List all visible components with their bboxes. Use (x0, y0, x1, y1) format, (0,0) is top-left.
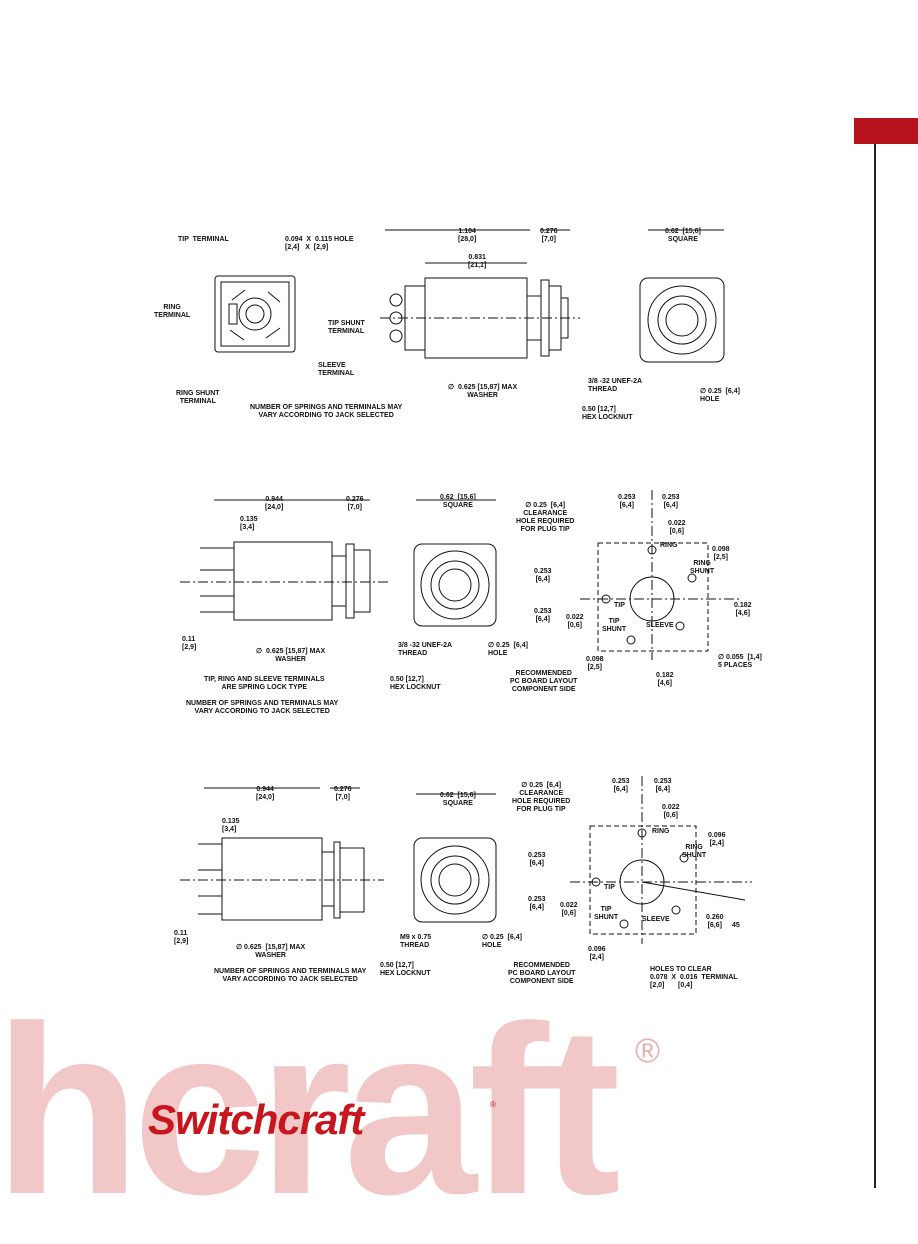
jack-end-view-1 (639, 229, 725, 363)
thread-label-1: 3/8 -32 UNEF-2A THREAD (588, 378, 643, 393)
hole-dia-label-1: ∅ 0.25 [6,4] HOLE (700, 388, 740, 403)
sleeve-label-3: SLEEVE (642, 916, 670, 923)
dim-135-3: 0.135 [3,4] (222, 818, 240, 833)
washer-label-1: ∅ 0.625 [15,87] MAX WASHER (448, 384, 518, 399)
thread-label-3: M9 x 0.75 THREAD (400, 934, 432, 949)
hole-label: 0.094 X 0.115 HOLE [2,4] X [2,9] (285, 236, 354, 251)
tip-shunt-label-3: TIP SHUNT (594, 906, 619, 921)
dim-276-3: 0.276 [7,0] (334, 786, 352, 801)
ring-label-2: RING (660, 542, 678, 549)
dim-098b-2: 0.098 [2,5] (586, 656, 604, 671)
jack-side-view-2 (180, 499, 390, 621)
pcb-label-3: RECOMMENDED PC BOARD LAYOUT COMPONENT SI… (508, 962, 576, 985)
tip-label-3: TIP (604, 884, 615, 891)
hole-dia-label-3: ∅ 0.25 [6,4] HOLE (482, 934, 522, 949)
pcb-layout-2 (580, 490, 740, 660)
thread-label-2: 3/8 -32 UNEF-2A THREAD (398, 642, 453, 657)
dim-055-2: ∅ 0.055 [1,4] 5 PLACES (718, 654, 762, 669)
dim-length-1: 1.104 [28,0] (458, 228, 477, 243)
pcb-layout-3 (570, 776, 752, 944)
dim-944-2: 0.944 [24,0] (265, 496, 284, 511)
springs-note-2: NUMBER OF SPRINGS AND TERMINALS MAY VARY… (186, 700, 339, 715)
dim-182b-2: 0.182 [4,6] (656, 672, 674, 687)
dim-253a-3: 0.253 [6,4] (612, 778, 630, 793)
ring-label-3: RING (652, 828, 670, 835)
dim-11-2: 0.11 [2,9] (182, 636, 197, 651)
dim-096b-3: 0.096 [2,4] (588, 946, 606, 961)
jack-side-view-1 (380, 229, 580, 359)
registered-mark-small: ® (490, 1100, 496, 1109)
washer-label-2: ∅ 0.625 [15,87] MAX WASHER (256, 648, 326, 663)
drawing-lines (180, 229, 752, 944)
dim-022b-3: 0.022 [0,6] (560, 902, 578, 917)
sleeve-label-2: SLEEVE (646, 622, 674, 629)
locknut-label-2: 0.50 [12,7] HEX LOCKNUT (390, 676, 441, 691)
square-label-2: 0.62 [15,6] SQUARE (440, 494, 476, 509)
dim-022-3: 0.022 [0,6] (662, 804, 680, 819)
margin-rule (874, 144, 876, 1188)
jack-front-view-1 (214, 275, 296, 353)
jack-side-view-3 (180, 787, 384, 921)
washer-label-3: ∅ 0.625 [15,87] MAX WASHER (236, 944, 306, 959)
dim-022-2: 0.022 [0,6] (668, 520, 686, 535)
dim-253c-3: 0.253 [6,4] (528, 852, 546, 867)
tip-label-2: TIP (614, 602, 625, 609)
ring-terminal-label: RING TERMINAL (154, 304, 191, 319)
locknut-label-3: 0.50 [12,7] HEX LOCKNUT (380, 962, 431, 977)
clearance-label-2: ∅ 0.25 [6,4] CLEARANCE HOLE REQUIRED FOR… (516, 502, 575, 533)
dim-260-3: 0.260 [6,6] (706, 914, 724, 929)
registered-mark-large: ® (635, 1032, 661, 1070)
tip-terminal-label: TIP TERMINAL (178, 236, 229, 243)
holes-clear-label-3: HOLES TO CLEAR 0.078 X 0.016 TERMINAL [2… (650, 966, 738, 989)
tip-shunt-terminal-label: TIP SHUNT TERMINAL (328, 320, 365, 335)
dim-098-2: 0.098 [2,5] (712, 546, 730, 561)
dim-276-2: 0.276 [7,0] (346, 496, 364, 511)
dim-11-3: 0.11 [2,9] (174, 930, 189, 945)
dim-944-3: 0.944 [24,0] (256, 786, 275, 801)
square-label-1: 0.62 [15,6] SQUARE (665, 228, 701, 243)
hole-dia-label-2: ∅ 0.25 [6,4] HOLE (488, 642, 528, 657)
springs-note-3: NUMBER OF SPRINGS AND TERMINALS MAY VARY… (214, 968, 367, 983)
dim-276-1: 0.276 [7,0] (540, 228, 558, 243)
springs-note-1: NUMBER OF SPRINGS AND TERMINALS MAY VARY… (250, 404, 403, 419)
switchcraft-logo: Switchcraft (148, 1096, 364, 1143)
dim-253b-2: 0.253 [6,4] (662, 494, 680, 509)
dim-body-1: 0.831 [21,1] (468, 254, 487, 269)
jack-end-view-3 (413, 793, 497, 923)
section-tab (854, 118, 918, 144)
locknut-label-1: 0.50 [12,7] HEX LOCKNUT (582, 406, 633, 421)
clearance-label-3: ∅ 0.25 [6,4] CLEARANCE HOLE REQUIRED FOR… (512, 782, 571, 813)
ring-shunt-label-3: RING SHUNT (682, 844, 707, 859)
dim-253b-3: 0.253 [6,4] (654, 778, 672, 793)
ring-shunt-terminal-label: RING SHUNT TERMINAL (176, 390, 220, 405)
spring-lock-note-2: TIP, RING AND SLEEVE TERMINALS ARE SPRIN… (204, 676, 325, 691)
dim-096-3: 0.096 [2,4] (708, 832, 726, 847)
jack-end-view-2 (413, 499, 497, 627)
square-label-3: 0.62 [15,6] SQUARE (440, 792, 476, 807)
dim-182-2: 0.182 [4,6] (734, 602, 752, 617)
dim-253c-2: 0.253 [6,4] (534, 568, 552, 583)
dim-253d-2: 0.253 [6,4] (534, 608, 552, 623)
dim-253a-2: 0.253 [6,4] (618, 494, 636, 509)
dim-253d-3: 0.253 [6,4] (528, 896, 546, 911)
tip-shunt-label-2: TIP SHUNT (602, 618, 627, 633)
dim-022b-2: 0.022 [0,6] (566, 614, 584, 629)
angle-label-3: 45 (732, 922, 740, 929)
ring-shunt-label-2: RING SHUNT (690, 560, 715, 575)
pcb-label-2: RECOMMENDED PC BOARD LAYOUT COMPONENT SI… (510, 670, 578, 693)
sleeve-terminal-label: SLEEVE TERMINAL (318, 362, 355, 377)
dim-135-2: 0.135 [3,4] (240, 516, 258, 531)
